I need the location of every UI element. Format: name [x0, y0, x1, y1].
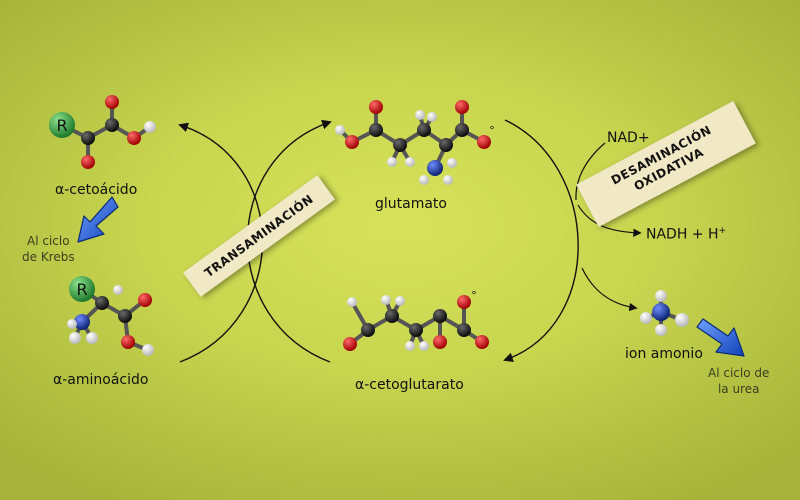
arc-ammonium-output	[581, 267, 638, 312]
aminoacid-molecule	[67, 276, 154, 356]
label-glutamate: glutamato	[375, 196, 447, 212]
label-nadh: NADH + H+	[646, 226, 726, 243]
label-alpha-aminoacid: α-aminoácido	[53, 372, 149, 388]
arc-nadh-output	[577, 204, 642, 237]
ketoacid-molecule	[49, 95, 156, 169]
glutamate-charge: °	[489, 124, 495, 137]
ammonium-molecule	[640, 290, 689, 336]
glutamate-molecule	[335, 100, 491, 185]
note-krebs-line1: Al ciclo	[27, 234, 70, 248]
label-nad-plus: NAD+	[607, 130, 650, 146]
label-ammonium-ion: ion amonio	[625, 346, 703, 362]
label-alpha-ketoacid: α-cetoácido	[55, 182, 138, 198]
arc-nad-input	[575, 142, 606, 201]
note-urea-line1: Al ciclo de	[708, 366, 770, 380]
ketoglutarate-charge: °	[471, 289, 477, 302]
label-nadh-superscript: +	[718, 226, 727, 236]
blue-arrow-urea-icon	[696, 318, 745, 357]
label-alpha-ketoglutarate: α-cetoglutarato	[355, 377, 464, 393]
note-to-urea-cycle: Al ciclo de la urea	[708, 365, 769, 397]
note-to-krebs: Al ciclo de Krebs	[22, 233, 75, 265]
note-urea-line2: la urea	[717, 382, 760, 396]
arc-glutamate-to-ketoglutarate	[503, 119, 579, 363]
blue-arrow-krebs-icon	[77, 196, 119, 243]
ketoacid-r-group: R	[56, 116, 67, 135]
label-nadh-text: NADH + H	[646, 226, 719, 243]
aminoacid-r-group: R	[76, 280, 87, 299]
note-krebs-line2: de Krebs	[22, 250, 75, 264]
ketoglutarate-molecule	[343, 295, 489, 351]
